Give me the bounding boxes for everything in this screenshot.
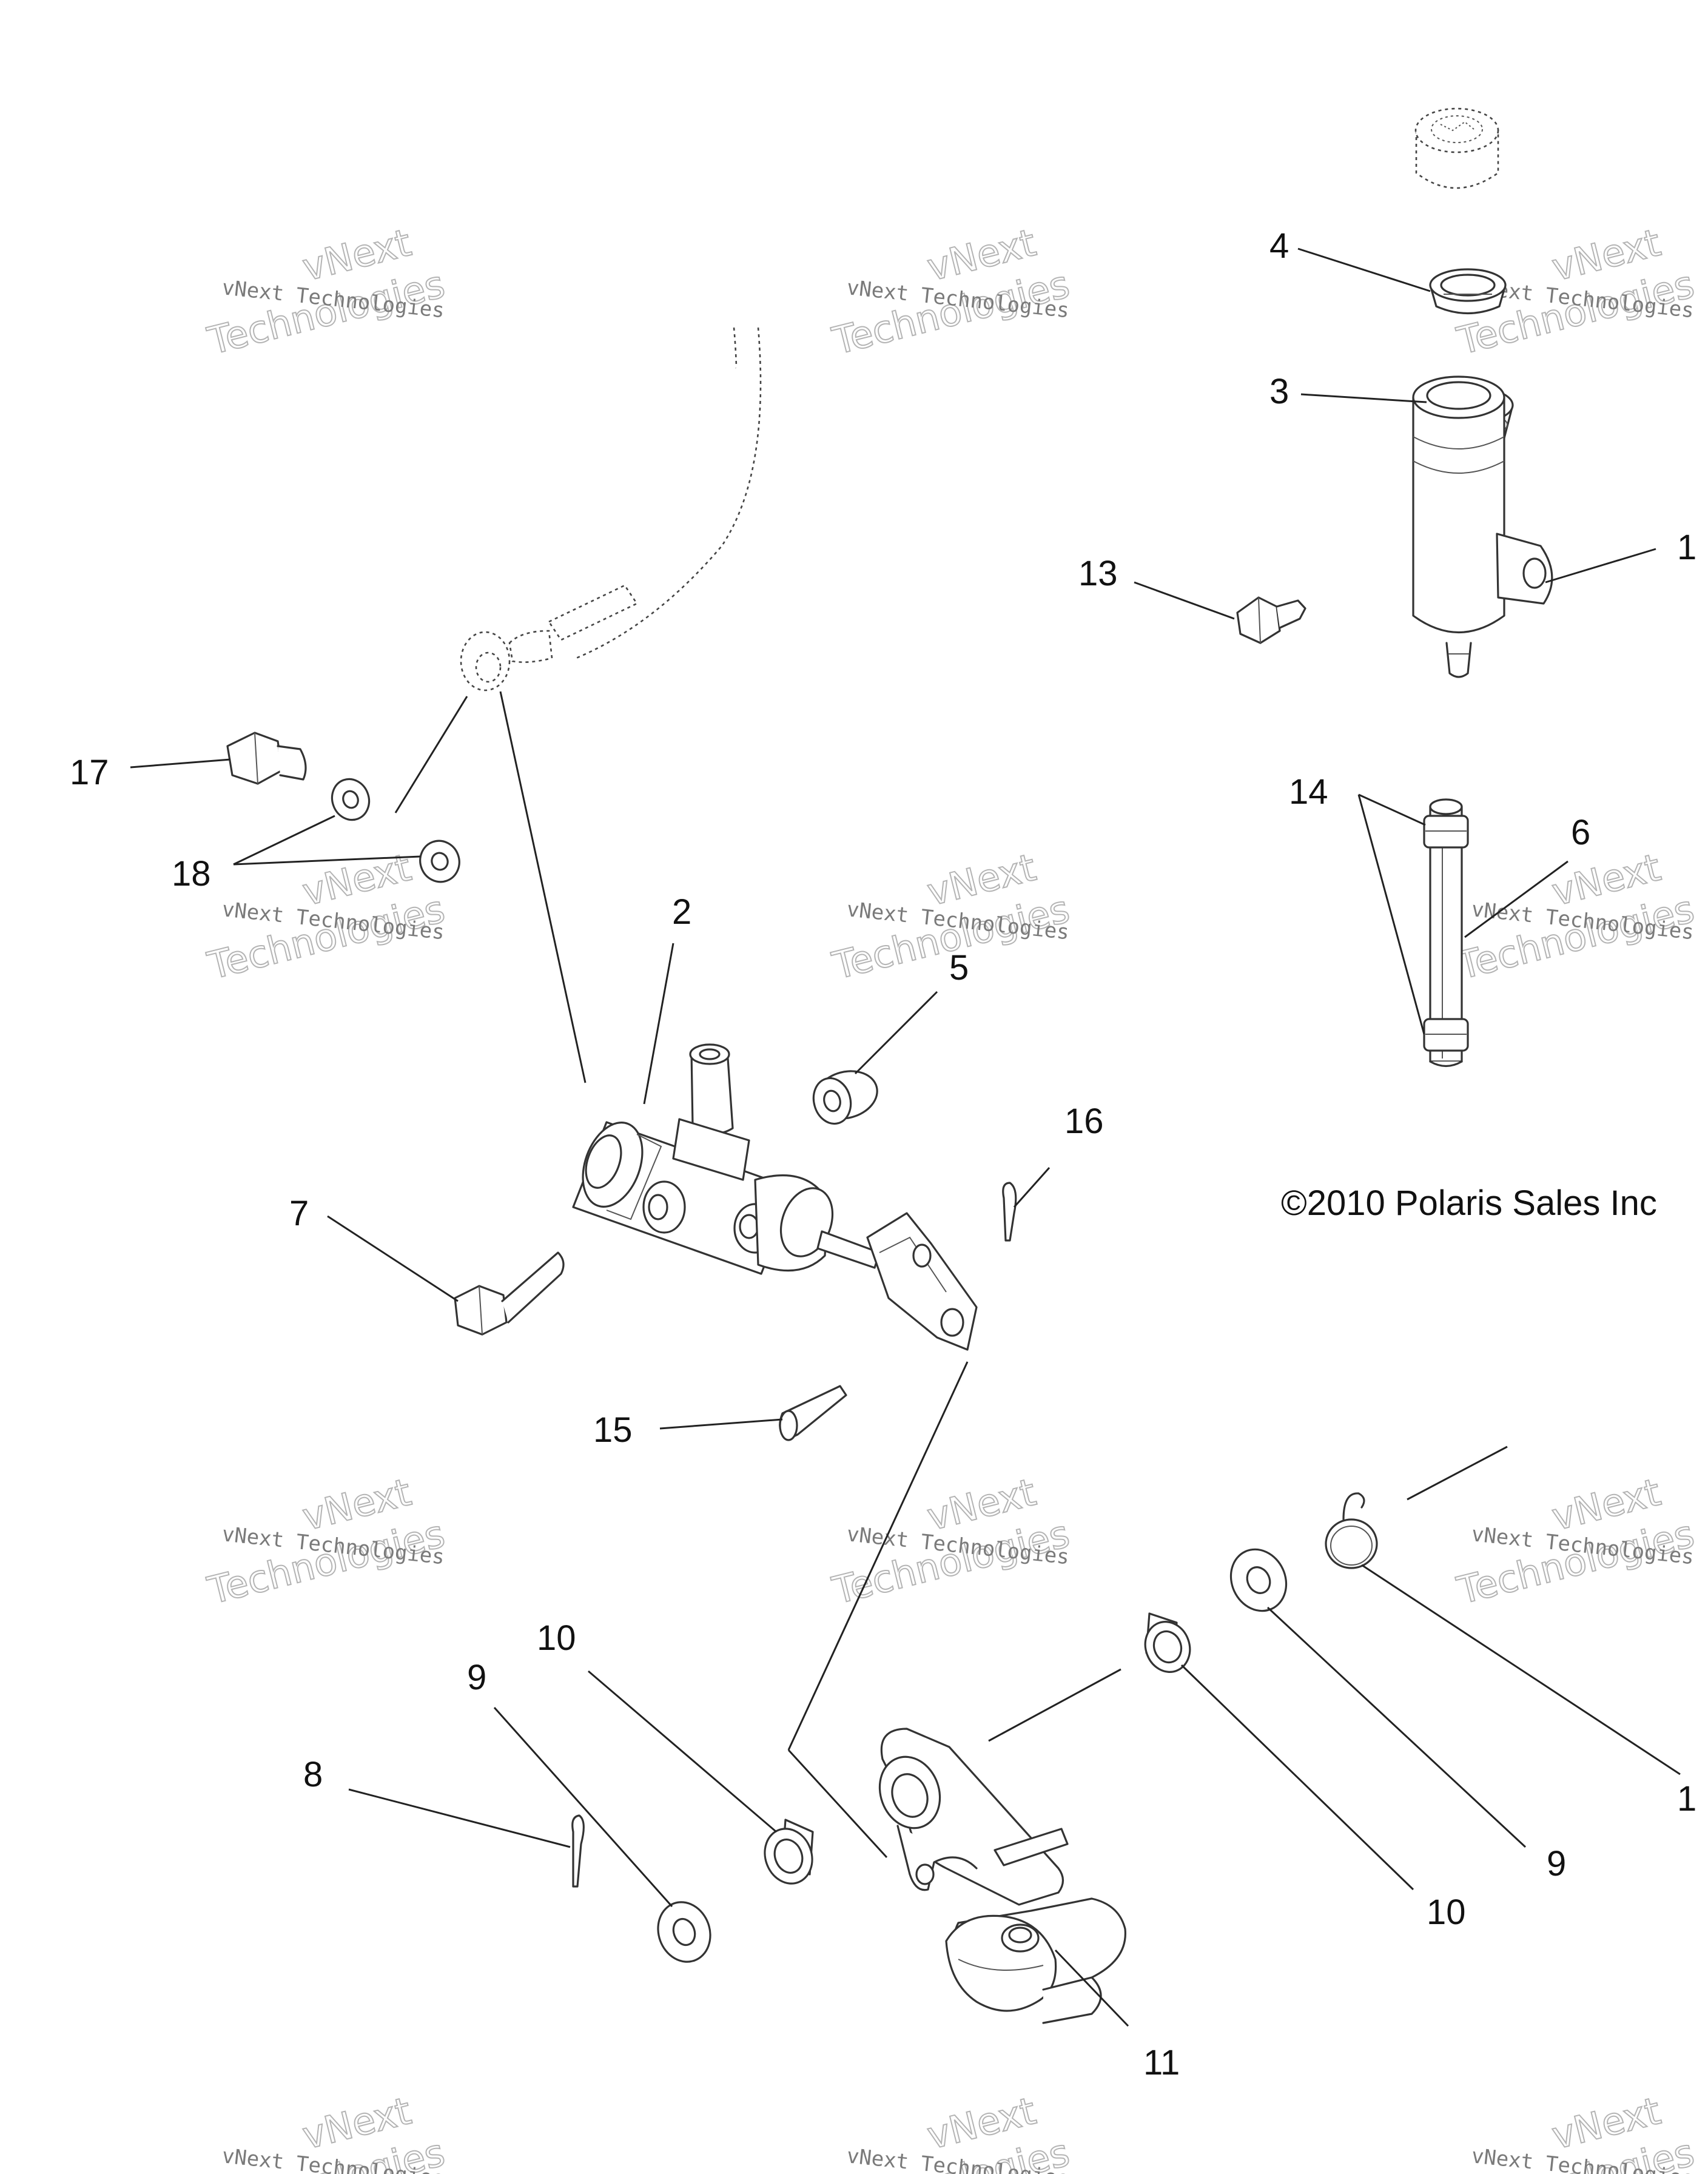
copyright-notice: ©2010 Polaris Sales Inc <box>1281 1183 1657 1223</box>
clevis <box>866 1212 978 1351</box>
master-cylinder-mount-ear <box>642 1180 686 1234</box>
hose-clamp-bottom <box>1423 1018 1469 1052</box>
callout-9: 9 <box>467 1658 486 1697</box>
callouts: 4 3 1 13 14 6 17 18 2 5 16 7 15 10 9 8 1… <box>70 226 1696 2082</box>
cotter-pin <box>1002 1182 1017 1242</box>
reservoir-bolt <box>1236 596 1306 644</box>
diaphragm-ring <box>1429 268 1507 315</box>
callout-8: 8 <box>303 1755 323 1794</box>
callout-9: 9 <box>1547 1844 1566 1883</box>
banjo-bolt <box>226 732 307 785</box>
callout-10: 10 <box>1427 1893 1466 1932</box>
fluid-reservoir <box>1412 375 1553 678</box>
pedal-washer <box>1229 1548 1288 1612</box>
callout-13: 13 <box>1078 554 1118 593</box>
callout-7: 7 <box>289 1194 309 1233</box>
return-spring <box>1325 1492 1378 1569</box>
leader-lines <box>130 247 1681 2027</box>
clevis-pin <box>779 1385 847 1441</box>
reservoir-hose <box>1423 798 1469 1068</box>
brake-pedal-bracket <box>878 1728 1126 2024</box>
callout-11: 11 <box>1143 2043 1180 2082</box>
callout-14: 14 <box>1289 772 1328 812</box>
callout-1: 1 <box>1677 528 1696 567</box>
master-cylinder <box>572 1043 978 1351</box>
hose-clamp-top <box>1423 815 1469 849</box>
pedal-cotter-pin <box>571 1814 585 1888</box>
pedal-bushing <box>1144 1612 1191 1673</box>
brake-line-fitting <box>508 584 638 663</box>
reservoir-cap <box>1414 107 1499 189</box>
callout-5: 5 <box>949 948 969 988</box>
pushrod <box>816 1230 881 1269</box>
callout-15: 15 <box>593 1410 633 1450</box>
master-cylinder-inlet <box>672 1043 750 1181</box>
callout-18: 18 <box>172 854 211 893</box>
callout-1x: 1 <box>1677 1779 1696 1819</box>
callout-2: 2 <box>672 892 691 932</box>
pedal-washer-left <box>657 1901 711 1963</box>
callout-3: 3 <box>1269 372 1289 411</box>
callout-6: 6 <box>1571 813 1590 852</box>
callout-17: 17 <box>70 753 109 792</box>
crush-washer <box>419 840 460 883</box>
callout-10: 10 <box>537 1618 576 1658</box>
mounting-bolt <box>454 1251 565 1336</box>
crush-washer <box>331 778 371 821</box>
grommet <box>812 1070 878 1125</box>
callout-4: 4 <box>1269 226 1289 266</box>
brake-line <box>460 327 762 692</box>
pedal-bushing-left <box>764 1819 814 1885</box>
callout-16: 16 <box>1064 1102 1104 1141</box>
